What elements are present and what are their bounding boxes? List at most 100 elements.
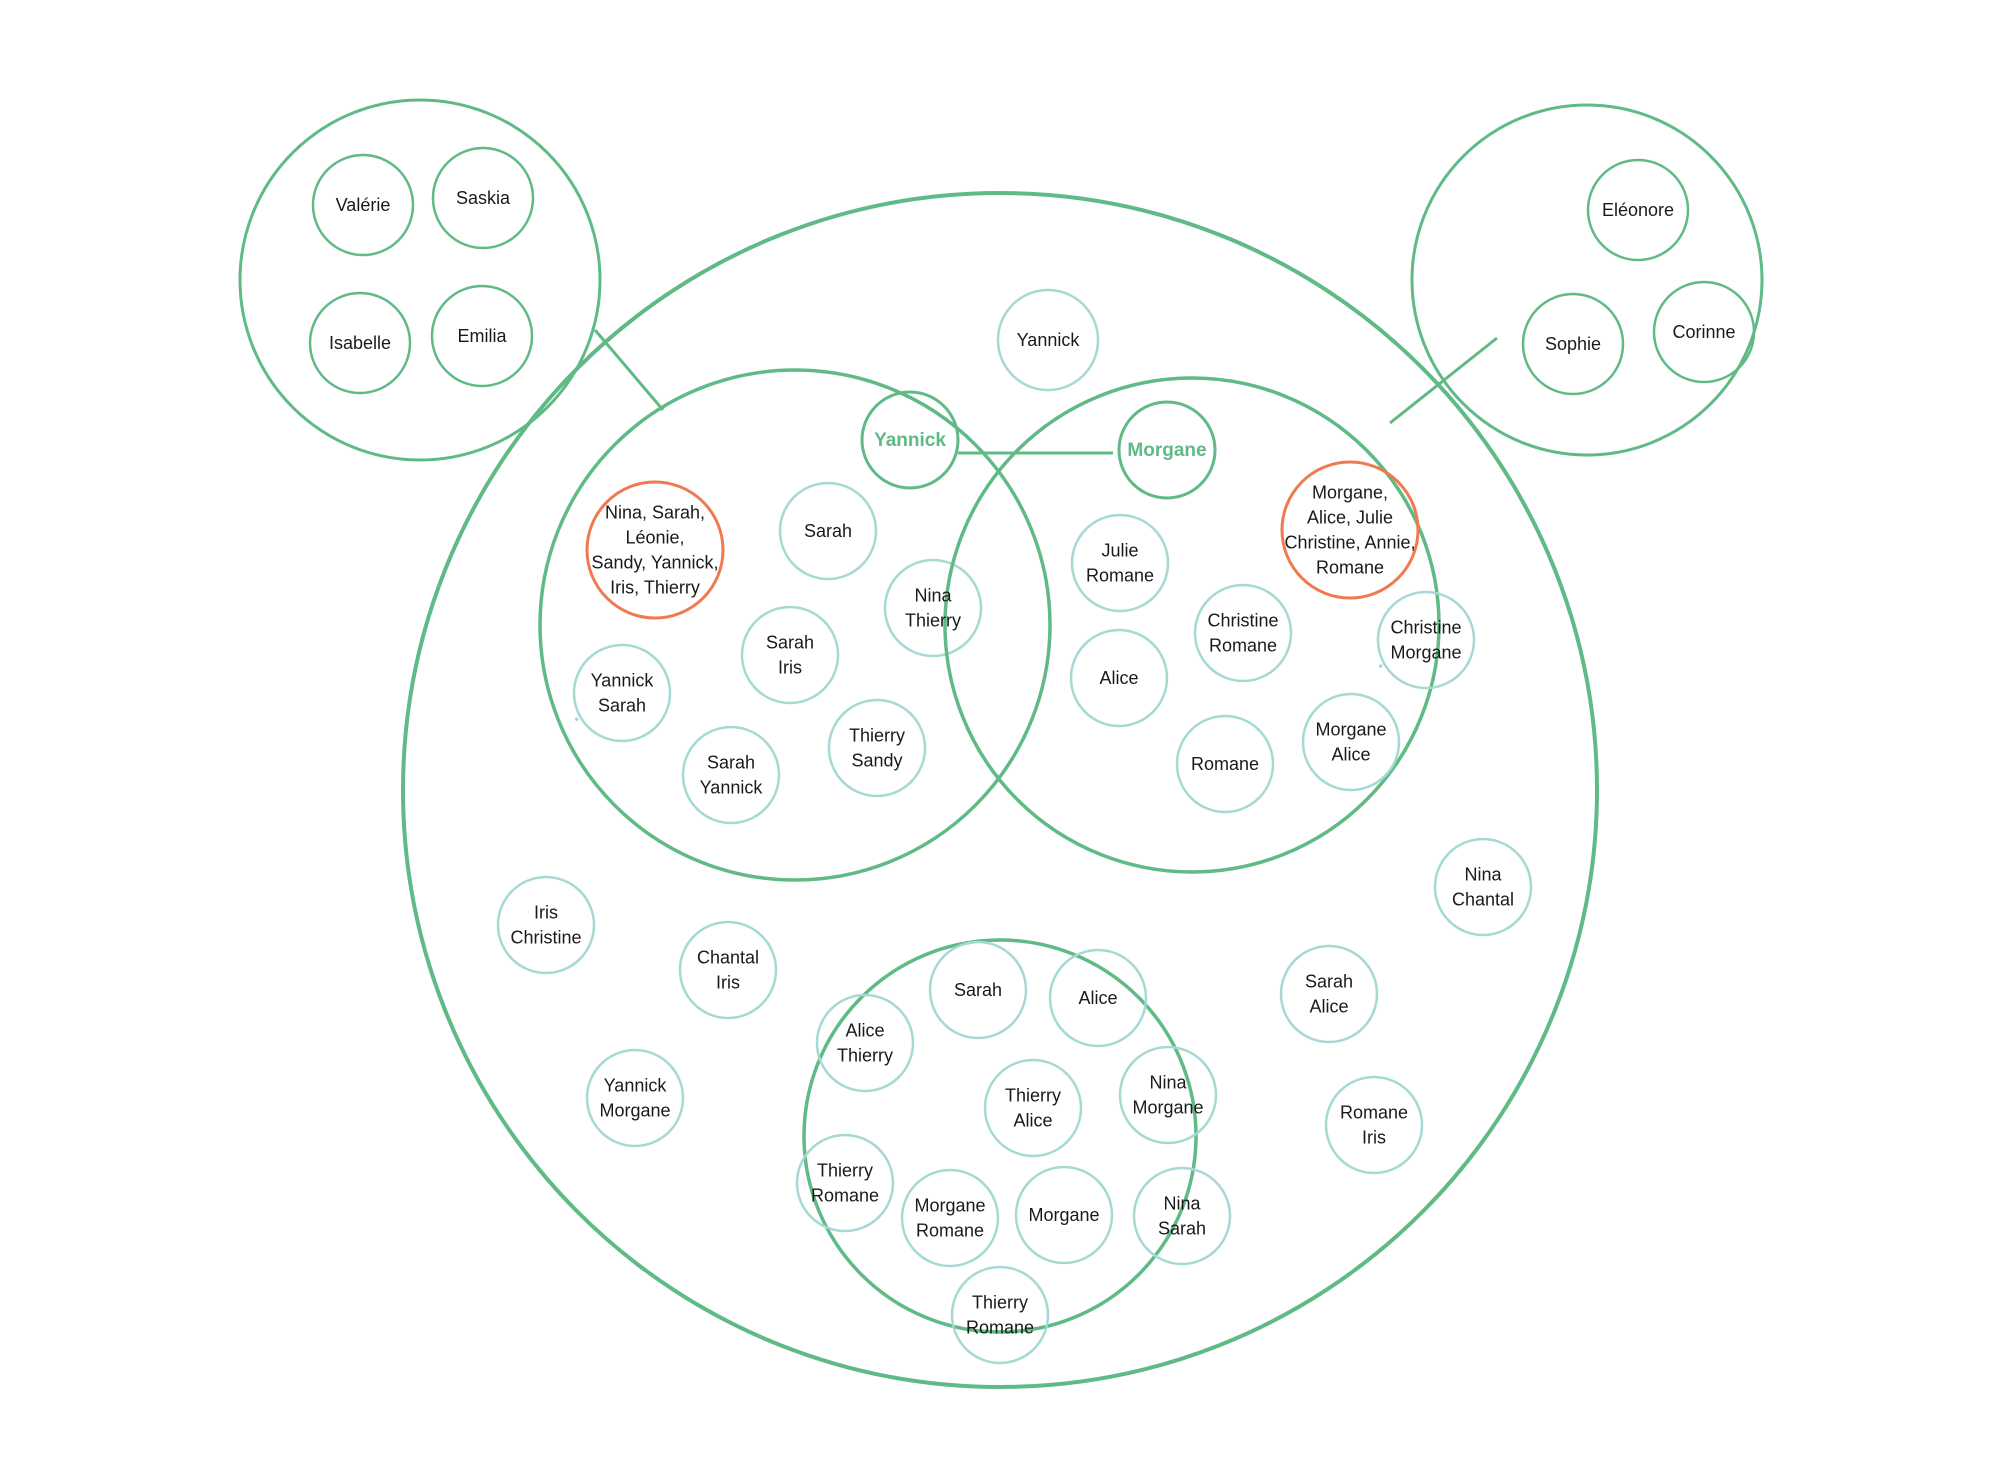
gestion-de-projets-circle	[496, 875, 596, 975]
vaud-circle	[943, 376, 1441, 874]
facilitation-label: Facilitation	[0, 0, 7, 5]
presse-circle	[1132, 1166, 1232, 1266]
rel-part-sociaux-circle	[1376, 590, 1476, 690]
illustrations-label: Illustrations	[0, 0, 7, 5]
compta-admin-circle	[678, 920, 778, 1020]
memoire-circle	[1586, 158, 1690, 262]
rel-part-culturels-label: Rel. part. culturels	[0, 0, 8, 5]
rel-part-culturels-names: Alice	[1099, 668, 1138, 688]
vaud-title: VAUD	[0, 0, 18, 11]
co-pilote-circle	[1117, 400, 1217, 500]
mediateurices-circle	[1280, 460, 1420, 600]
pilote-label: Pilote	[0, 0, 7, 5]
memoire-circle	[1193, 583, 1293, 683]
rel-part-culturels-circle	[827, 698, 927, 798]
source-names: Yannick	[1017, 330, 1081, 350]
id-visuelle-circle	[815, 993, 915, 1093]
outils-informatiques-circle	[950, 1265, 1050, 1365]
rel-part-financiers-label: Rel. part. financiers	[0, 0, 8, 5]
rel-part-financiers-label: Rel. part. financiers	[0, 0, 8, 5]
finances-circle	[740, 605, 840, 705]
membre-circle	[430, 284, 534, 388]
web-label: Web	[0, 0, 11, 5]
membre-label: Membre	[0, 0, 10, 5]
web-circle	[795, 1133, 895, 1233]
facilitation-circle	[1652, 280, 1756, 384]
memoire-label: Mémoire	[0, 0, 10, 5]
tresoriere-label: Trésorière	[0, 0, 8, 5]
rel-part-sociaux-label: Rel. part. sociaux	[0, 0, 594, 725]
rel-part-financiers-circle	[1175, 714, 1275, 814]
facilitation-label: Facilitation	[0, 0, 7, 5]
rel-part-sociaux-circle	[572, 643, 672, 743]
main-circle	[401, 191, 1599, 1389]
role-labels: DESTINATION 27 OPÉRATIONNELDESTINATION 2…	[0, 0, 1736, 1338]
relations-membres-label: Relations membres	[0, 0, 10, 5]
comite-geneve-title: COMITÉ GENÈVE	[0, 0, 17, 9]
co-pilote-names: Yannick	[874, 430, 946, 451]
memoire-label: Mémoire	[0, 0, 10, 5]
compta-admin-label: Compta / admin	[0, 0, 10, 5]
reseaux-sociaux-circle	[983, 1058, 1083, 1158]
co-pilote-circle	[860, 390, 960, 490]
communication-circle	[802, 938, 1198, 1334]
comite-geneve-circle	[238, 98, 602, 462]
membre-names: Emilia	[457, 326, 507, 346]
facilitation-circle	[1118, 1045, 1218, 1145]
memoire-circle	[778, 481, 878, 581]
reseaux-sociaux-label: Réseaux sociaux	[0, 0, 8, 5]
communication-title: COMMUNICATION	[0, 0, 20, 11]
main-title-left: DESTINATION 27 OPÉRATIONNEL	[0, 0, 23, 13]
mediateurices-label: Médiateurices	[0, 0, 9, 5]
comite-vaud-circle	[1410, 103, 1764, 457]
outils-informatiques-label: Outils informatiques	[0, 0, 10, 5]
outils-de-mediation-circle	[1279, 944, 1379, 1044]
relations-membres-circle	[1433, 837, 1533, 937]
tresoriere-label: Trésorière	[0, 0, 8, 5]
mediateurices-label: Médiateurices	[0, 0, 9, 5]
facilitation-label: Facilitation	[0, 0, 7, 5]
finances-circle	[1301, 692, 1401, 792]
prevention-et-gestion-conflits-circle	[1324, 1075, 1424, 1175]
edition-circle	[900, 1168, 1000, 1268]
co-pilote-label: Co-pilote	[0, 0, 8, 5]
memoire-names: Saskia	[456, 188, 511, 208]
geneve-title: GENÈVE	[0, 0, 19, 11]
mediateurices-names: Nina, Sarah,Léonie,Sandy, Yannick,Iris, …	[591, 503, 718, 598]
memoire-circle	[431, 146, 535, 250]
edition-label: Édition	[0, 0, 7, 5]
main-title-top: DESTINATION 27 OPÉRATIONNEL	[0, 0, 23, 13]
memoire-names: Eléonore	[1602, 200, 1674, 220]
memoire-names: Sarah	[954, 980, 1002, 1000]
memoire-label: Mémoire	[0, 0, 10, 5]
facilitation-names: Corinne	[1672, 322, 1735, 342]
facilitation-names: Isabelle	[329, 333, 391, 353]
rel-part-culturels-label: Rel. part. culturels	[0, 0, 8, 5]
reception-label: Réception	[0, 0, 8, 5]
source-circle	[996, 288, 1100, 392]
memoire-label: Mémoire	[0, 0, 10, 5]
facilitation-circle	[883, 558, 983, 658]
pilote-names: Alice	[1078, 988, 1117, 1008]
finances-label: Finances	[0, 0, 7, 5]
facilitation-circle	[308, 291, 412, 395]
finances-label: Finances	[0, 0, 7, 5]
tresoriere-circle	[311, 153, 415, 257]
rel-part-financiers-names: Romane	[1191, 754, 1259, 774]
reception-circle	[585, 1048, 685, 1148]
